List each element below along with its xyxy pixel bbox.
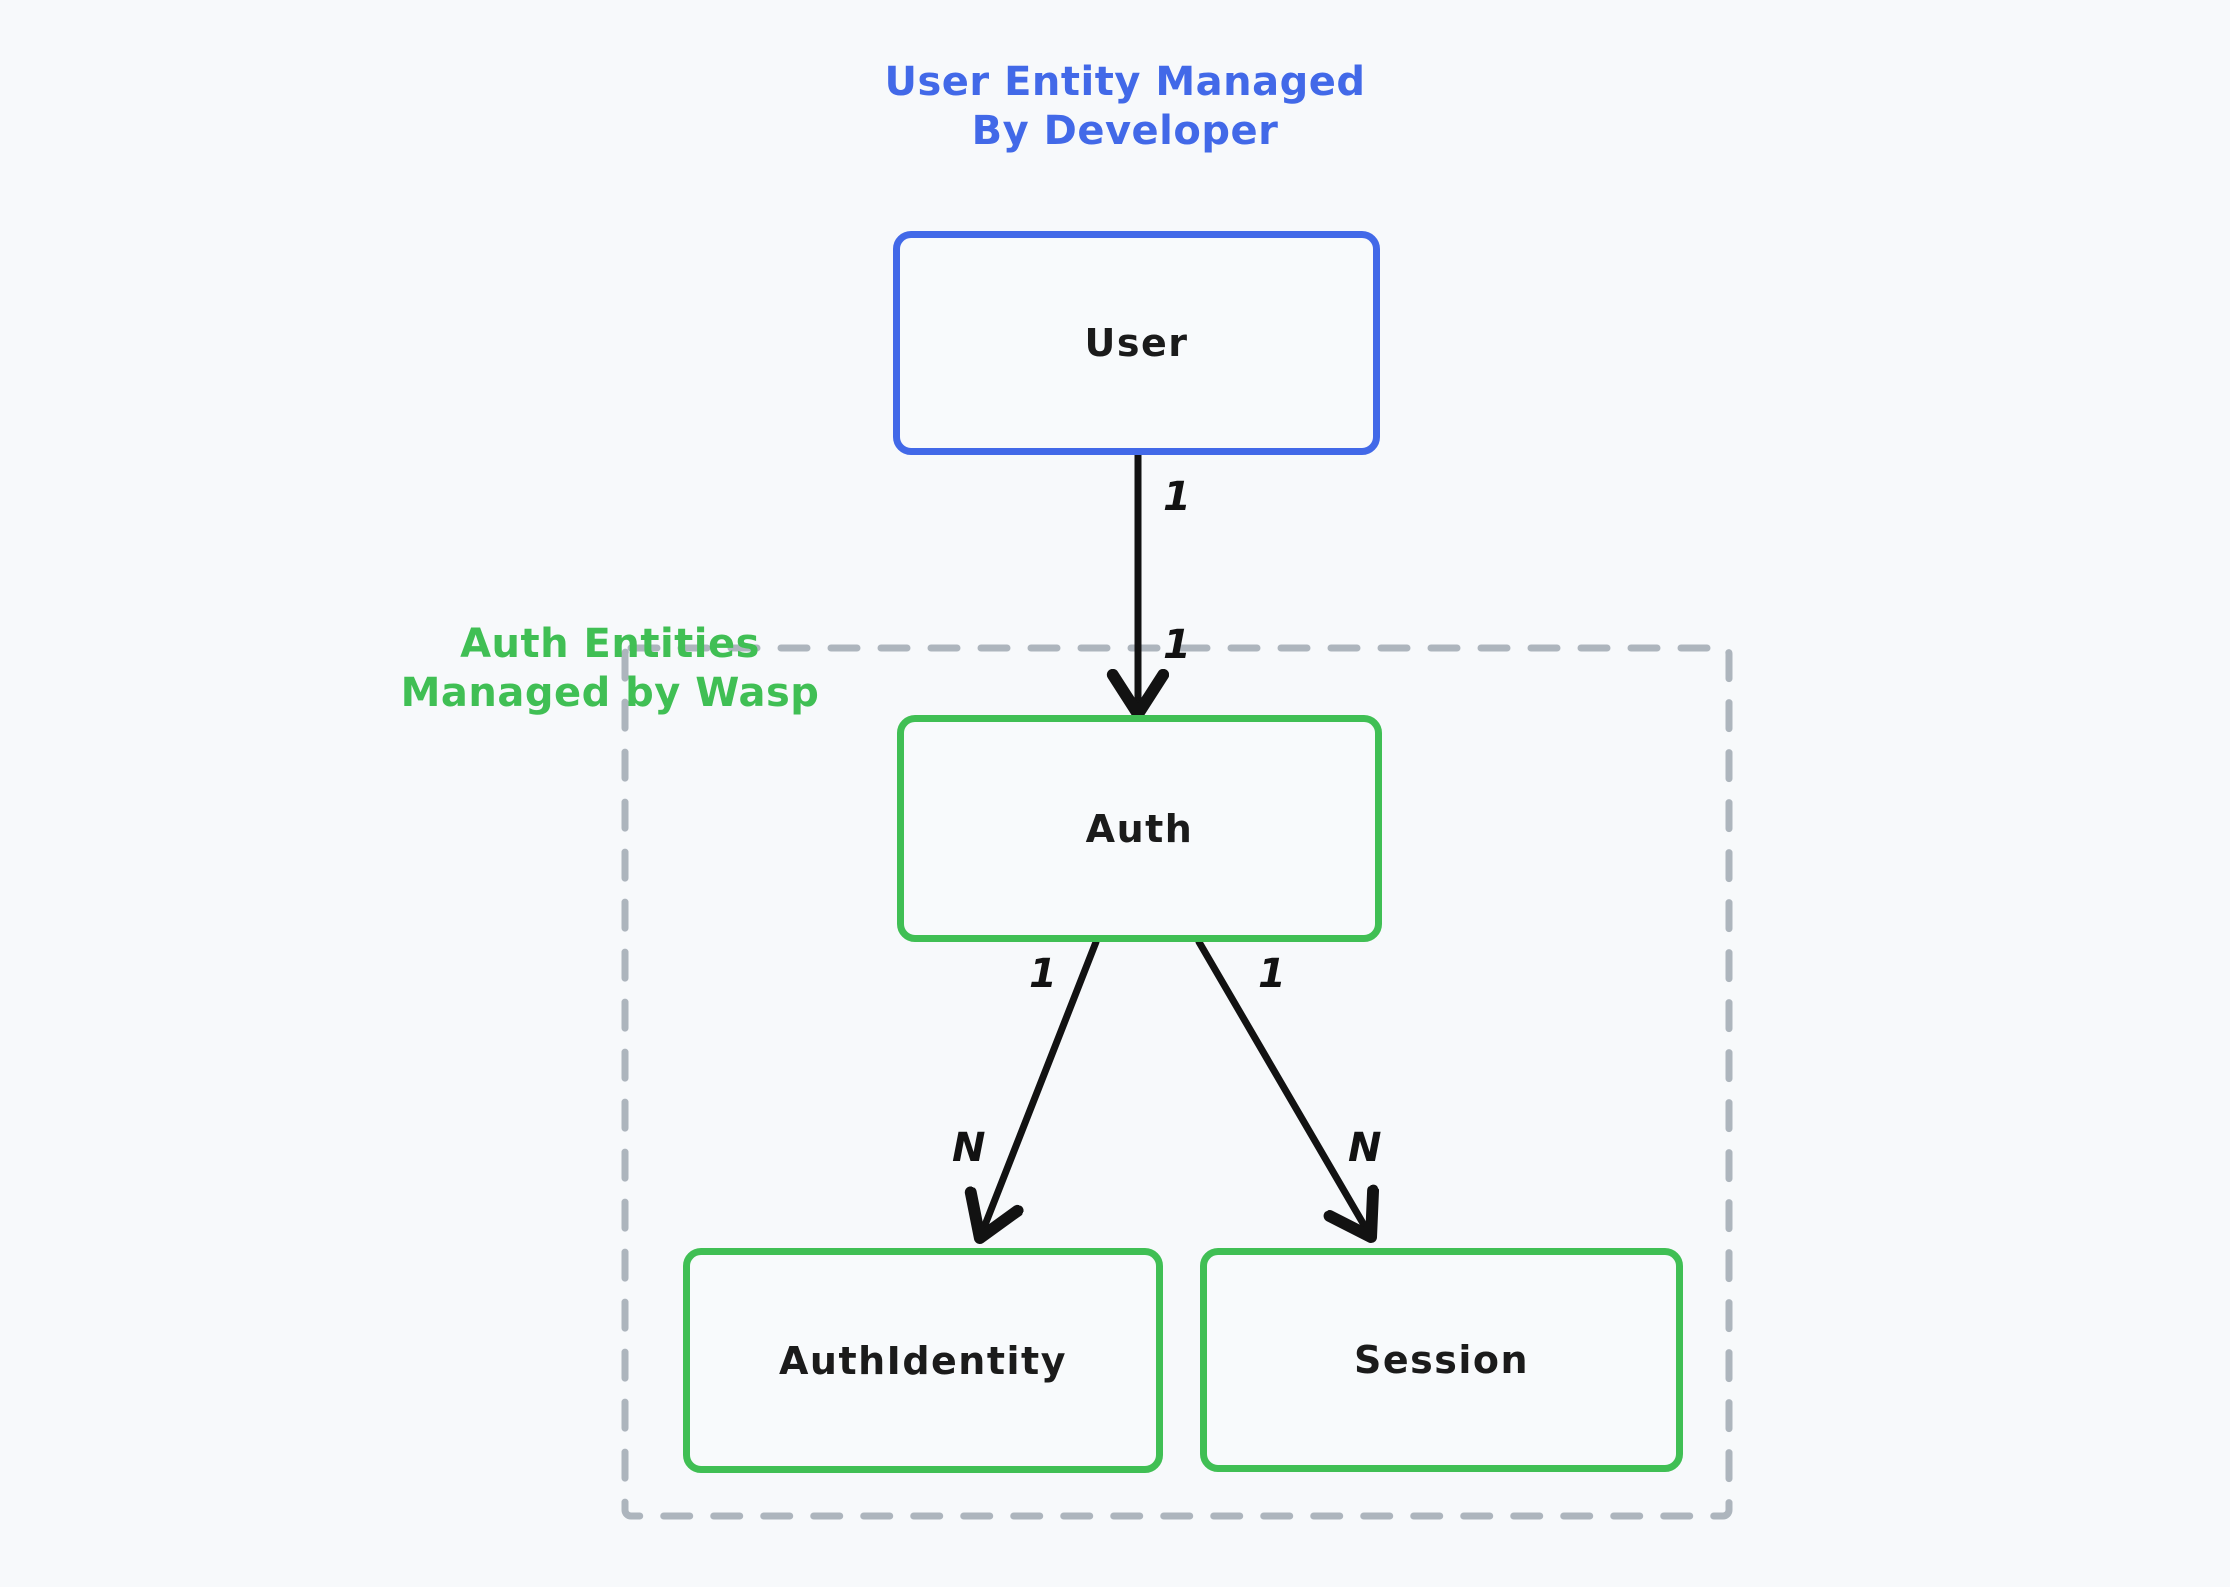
entity-box-authidentity[interactable]: AuthIdentity	[683, 1248, 1163, 1473]
entity-label-auth: Auth	[1085, 806, 1194, 851]
cardinality-auth-authidentity-target: N	[952, 1125, 986, 1171]
cardinality-auth-session-target: N	[1348, 1125, 1382, 1171]
cardinality-user-auth-source: 1	[1163, 474, 1191, 520]
user-group-title: User Entity Managed By Developer	[884, 59, 1366, 154]
entity-box-auth[interactable]: Auth	[897, 715, 1382, 942]
edge-auth-session	[1195, 938, 1364, 1225]
cardinality-auth-session-source: 1	[1258, 951, 1286, 997]
edge-auth-authidentity	[985, 938, 1100, 1225]
entity-box-user[interactable]: User	[893, 231, 1380, 455]
entity-box-session[interactable]: Session	[1200, 1248, 1683, 1472]
cardinality-user-auth-target: 1	[1163, 622, 1191, 668]
auth-group-boundary	[621, 644, 1733, 1520]
entity-label-session: Session	[1353, 1338, 1530, 1382]
auth-group-title: Auth Entities Managed by Wasp	[400, 621, 820, 716]
entity-label-user: User	[1084, 321, 1189, 365]
entity-label-authidentity: AuthIdentity	[779, 1338, 1067, 1383]
cardinality-auth-authidentity-source: 1	[1029, 951, 1057, 997]
